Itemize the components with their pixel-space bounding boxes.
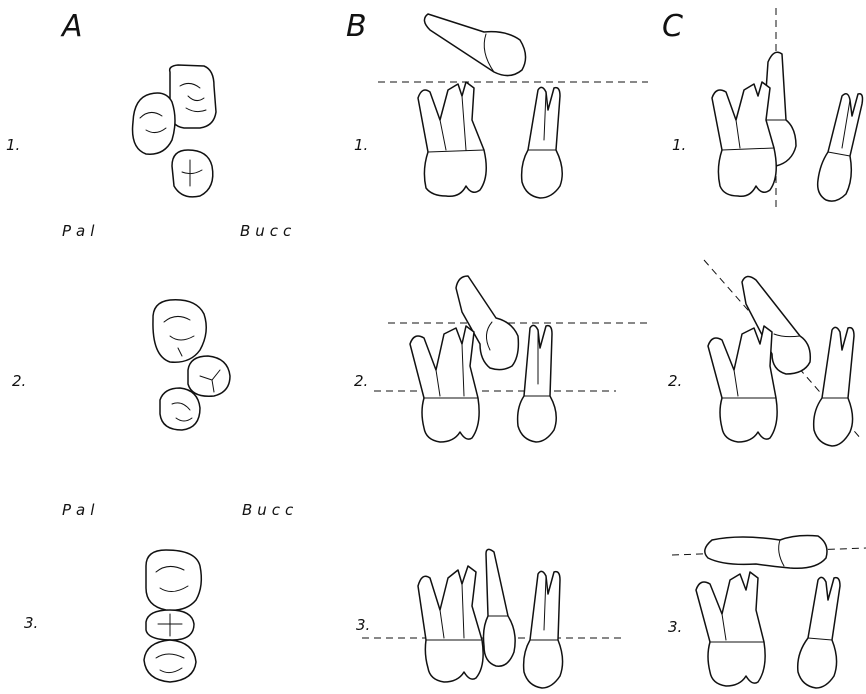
palatal-label-2: Pal bbox=[62, 501, 99, 519]
first-premolar bbox=[798, 577, 840, 688]
molar-crown-occlusal bbox=[170, 65, 216, 128]
radiograph-view-b2 bbox=[374, 276, 652, 442]
radiograph-view-c1 bbox=[712, 8, 863, 212]
row-label-a1: 1. bbox=[6, 136, 20, 154]
displaced-canine bbox=[705, 536, 827, 569]
first-premolar bbox=[524, 571, 563, 688]
buccal-label-1: Bucc bbox=[240, 222, 296, 240]
row-label-b1: 1. bbox=[354, 136, 368, 154]
row-label-c2: 2. bbox=[668, 372, 682, 390]
row-label-a3: 3. bbox=[24, 614, 38, 632]
first-molar bbox=[418, 82, 486, 196]
first-premolar bbox=[518, 325, 557, 442]
occlusal-view-a3 bbox=[144, 550, 201, 682]
premolar-crown-occlusal bbox=[133, 93, 175, 154]
row-label-a2: 2. bbox=[12, 372, 26, 390]
first-molar bbox=[696, 572, 765, 686]
canine-crown-occlusal bbox=[160, 388, 200, 430]
displaced-canine bbox=[484, 549, 516, 666]
first-molar bbox=[708, 326, 777, 442]
first-molar bbox=[410, 326, 479, 442]
premolar-crown-occlusal bbox=[188, 356, 230, 396]
first-molar bbox=[712, 82, 776, 196]
displaced-canine bbox=[424, 14, 525, 76]
radiograph-view-b1 bbox=[378, 14, 648, 198]
radiograph-view-c3 bbox=[672, 536, 866, 689]
row-label-c3: 3. bbox=[668, 618, 682, 636]
first-premolar bbox=[814, 327, 854, 446]
column-label-a: A bbox=[60, 9, 83, 44]
column-label-b: B bbox=[346, 9, 367, 44]
row-label-c1: 1. bbox=[672, 136, 686, 154]
molar-crown-occlusal bbox=[153, 300, 206, 362]
buccal-label-2: Bucc bbox=[242, 501, 298, 519]
first-molar bbox=[418, 566, 483, 682]
radiograph-view-c2 bbox=[704, 260, 862, 446]
row-label-b2: 2. bbox=[354, 372, 368, 390]
column-label-c: C bbox=[662, 9, 683, 44]
occlusal-view-a1 bbox=[133, 65, 216, 197]
row-label-b3: 3. bbox=[356, 616, 370, 634]
molar-crown-occlusal bbox=[146, 550, 201, 610]
first-premolar bbox=[818, 94, 863, 201]
canine-crown-occlusal bbox=[144, 640, 196, 682]
radiograph-view-b3 bbox=[362, 549, 626, 688]
palatal-label-1: Pal bbox=[62, 222, 99, 240]
occlusal-view-a2 bbox=[153, 300, 230, 430]
first-premolar bbox=[522, 87, 563, 198]
